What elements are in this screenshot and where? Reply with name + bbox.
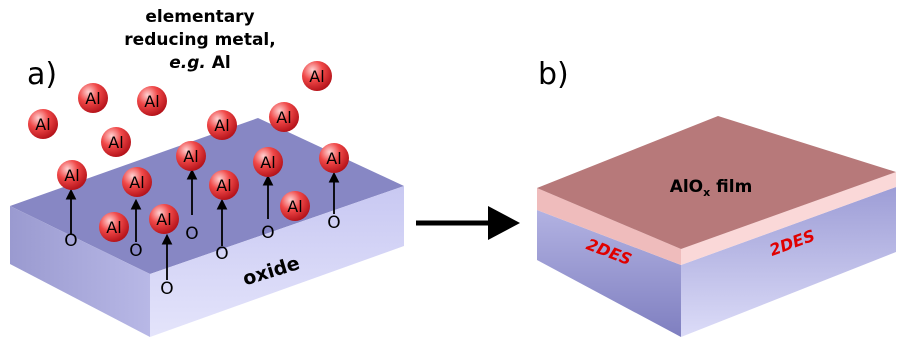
atom-label: Al bbox=[64, 166, 79, 185]
atom-sphere bbox=[57, 160, 87, 190]
substrate-left-face bbox=[10, 206, 150, 337]
substrate-front-face bbox=[150, 186, 404, 337]
atom-label: Al bbox=[108, 133, 123, 152]
transition-arrow bbox=[416, 206, 520, 240]
atom-label: Al bbox=[129, 173, 144, 192]
atom-sphere bbox=[253, 147, 283, 177]
aluminum-atom: Al bbox=[269, 102, 299, 132]
atom-label: Al bbox=[106, 218, 121, 237]
atom-label: Al bbox=[309, 67, 324, 86]
aluminum-atom: Al bbox=[122, 167, 152, 197]
atom-sphere bbox=[137, 86, 167, 116]
atom-label: Al bbox=[216, 176, 231, 195]
aluminum-atom: Al bbox=[302, 61, 332, 91]
oxygen-label: O bbox=[129, 241, 142, 261]
atom-sphere bbox=[269, 102, 299, 132]
oxygen-label: O bbox=[185, 224, 198, 244]
aluminum-atom: Al bbox=[28, 109, 58, 139]
oxygen-label: O bbox=[160, 279, 173, 299]
aluminum-atom: Al bbox=[176, 141, 206, 171]
atom-sphere bbox=[28, 109, 58, 139]
film-top-face bbox=[537, 116, 896, 249]
oxygen-label: O bbox=[215, 244, 228, 264]
atom-sphere bbox=[209, 170, 239, 200]
atom-sphere bbox=[207, 110, 237, 140]
aluminum-atom: Al bbox=[57, 160, 87, 190]
atom-sphere bbox=[302, 61, 332, 91]
atom-label: Al bbox=[276, 108, 291, 127]
aluminum-atom: Al bbox=[319, 143, 349, 173]
panel-a-title-line3: e.g. Al bbox=[169, 53, 231, 73]
atom-label: Al bbox=[214, 116, 229, 135]
atom-label: Al bbox=[260, 153, 275, 172]
atom-label: Al bbox=[287, 197, 302, 216]
title-eg: e.g. bbox=[169, 53, 206, 73]
atom-label: Al bbox=[183, 147, 198, 166]
panel-a: a) elementary reducing metal, e.g. Al ox… bbox=[10, 7, 404, 337]
film-right-band bbox=[681, 172, 896, 265]
aluminum-atom: Al bbox=[280, 191, 310, 221]
substrate-b-left-face bbox=[537, 210, 681, 337]
film-label: AlOx film bbox=[670, 177, 753, 199]
atom-sphere bbox=[122, 167, 152, 197]
atom-sphere bbox=[101, 127, 131, 157]
panel-b: b) AlOx film 2DES 2DES bbox=[537, 57, 896, 337]
atom-label: Al bbox=[144, 92, 159, 111]
atom-sphere bbox=[149, 204, 179, 234]
aluminum-atom: Al bbox=[207, 110, 237, 140]
atom-label: Al bbox=[35, 115, 50, 134]
oxygen-label: O bbox=[261, 223, 274, 243]
atom-label: Al bbox=[326, 149, 341, 168]
panel-a-title-line2: reducing metal, bbox=[124, 30, 275, 50]
panel-b-label: b) bbox=[538, 57, 569, 92]
aluminum-atom: Al bbox=[209, 170, 239, 200]
atom-sphere bbox=[280, 191, 310, 221]
atom-label: Al bbox=[156, 210, 171, 229]
oxygen-label: O bbox=[64, 231, 77, 251]
oxygen-label: O bbox=[327, 213, 340, 233]
aluminum-atom: Al bbox=[101, 127, 131, 157]
film-left-band bbox=[537, 188, 681, 265]
atom-sphere bbox=[176, 141, 206, 171]
atom-sphere bbox=[319, 143, 349, 173]
arrow-head bbox=[488, 206, 520, 240]
aluminum-atom: Al bbox=[137, 86, 167, 116]
atom-sphere bbox=[99, 212, 129, 242]
aluminum-atom: Al bbox=[78, 83, 108, 113]
panel-a-label: a) bbox=[27, 57, 57, 92]
atom-label: Al bbox=[85, 89, 100, 108]
title-al: Al bbox=[206, 53, 231, 73]
panel-a-title-line1: elementary bbox=[145, 7, 254, 27]
aluminum-atom: Al bbox=[99, 212, 129, 242]
substrate-b-right-face bbox=[681, 187, 896, 337]
aluminum-atom: Al bbox=[253, 147, 283, 177]
aluminum-atom: Al bbox=[149, 204, 179, 234]
atom-sphere bbox=[78, 83, 108, 113]
